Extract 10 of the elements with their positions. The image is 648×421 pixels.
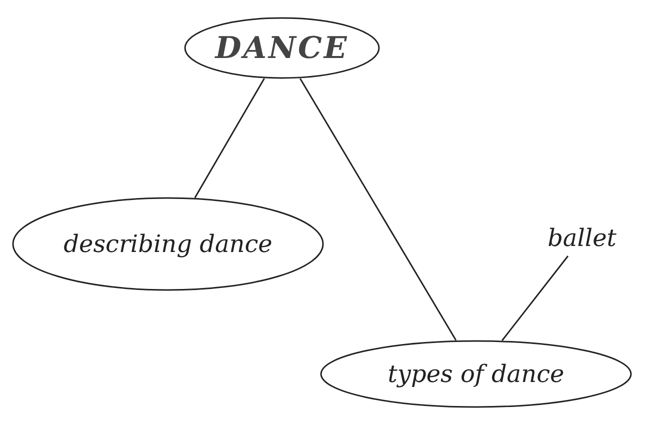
concept-label: DANCE (215, 30, 349, 66)
concept-ellipse (12, 197, 324, 291)
concept-label: describing dance (64, 230, 272, 258)
connector-line (194, 78, 265, 198)
concept-ellipse (320, 340, 632, 408)
concept-text: ballet (548, 224, 616, 252)
concept-ellipse (184, 17, 380, 79)
concept-label: types of dance (388, 360, 564, 388)
connector-line (299, 78, 457, 341)
connector-line (502, 256, 569, 341)
